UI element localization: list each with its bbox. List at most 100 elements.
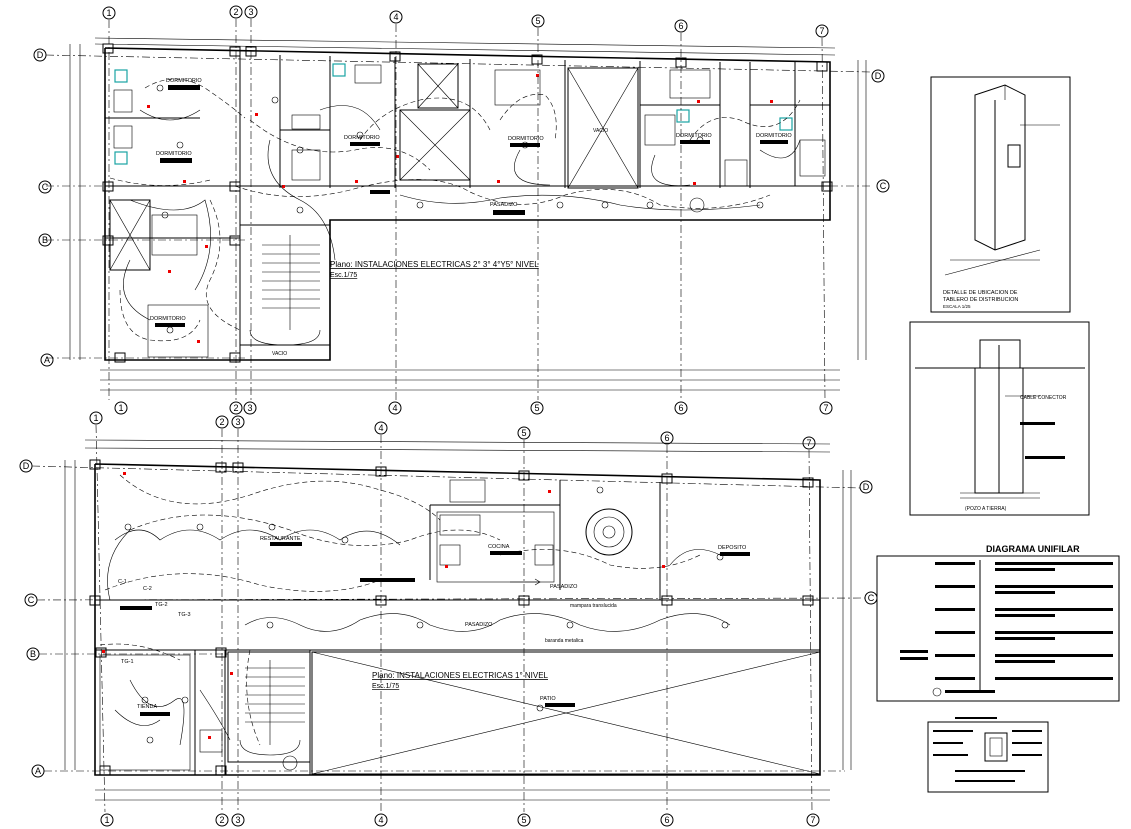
g-axis-1-top: 1 bbox=[93, 413, 98, 423]
detail-ground-well: CABLE CONECTOR (POZO A TIERRA) bbox=[909, 321, 1090, 516]
g-axis-5-bottom: 5 bbox=[521, 815, 526, 825]
g-axis-2-bottom: 2 bbox=[219, 815, 224, 825]
detail-panel-caption-2: TABLERO DE DISTRIBUCION bbox=[943, 297, 1018, 303]
g-axis-3-bottom: 3 bbox=[235, 815, 240, 825]
axis-7-bottom: 7 bbox=[823, 403, 828, 413]
axis-C-right: C bbox=[880, 181, 887, 191]
room-label-vacio-1: VACIO bbox=[593, 128, 608, 134]
top-floor-plan: DORMITORIO DORMITORIO DORMITORIO DORMITO… bbox=[33, 5, 890, 415]
top-plan-axis-bubbles: 1 2 3 4 5 6 7 1 2 3 4 5 6 7 bbox=[102, 5, 833, 415]
ground-axis-lines bbox=[31, 424, 866, 813]
top-wiring-arcs bbox=[123, 105, 801, 321]
ground-plan-axis-bubbles: 1 2 3 4 5 6 7 1 2 3 4 5 6 7 bbox=[19, 411, 878, 827]
axis-3-bottom: 3 bbox=[247, 403, 252, 413]
circuit-c2: C-2 bbox=[143, 586, 152, 592]
room-label-restaurante: RESTAURANTE bbox=[260, 536, 301, 542]
room-label-cocina: COCINA bbox=[488, 544, 510, 550]
g-axis-2-top: 2 bbox=[219, 417, 224, 427]
g-axis-C-left: C bbox=[28, 595, 35, 605]
axis-B-left: B bbox=[42, 235, 48, 245]
bottom-plan-title: Plano: INSTALACIONES ELECTRICAS 1° NIVEL bbox=[372, 671, 549, 680]
room-label-pasadizo-1: PASADIZO bbox=[550, 584, 578, 590]
room-label-pasadizo-2: PASADIZO bbox=[465, 622, 493, 628]
g-axis-4-top: 4 bbox=[378, 423, 383, 433]
g-axis-7-top: 7 bbox=[806, 438, 811, 448]
bottom-plan-scale: Esc.1/75 bbox=[372, 683, 399, 690]
axis-A-left: A bbox=[44, 355, 50, 365]
room-label-pasadizo: PASADIZO bbox=[490, 202, 518, 208]
axis-7-top: 7 bbox=[819, 26, 824, 36]
room-label-vacio-2: VACIO bbox=[272, 351, 287, 357]
single-line-title: DIAGRAMA UNIFILAR bbox=[986, 544, 1080, 554]
panel-tg1: TG-1 bbox=[121, 659, 134, 665]
note-mampara: mampara translucida bbox=[570, 603, 617, 609]
axis-D-right: D bbox=[875, 71, 882, 81]
stair-treads bbox=[249, 235, 321, 346]
ground-stair-treads bbox=[239, 660, 305, 771]
g-axis-A-left: A bbox=[35, 766, 41, 776]
g-axis-D-right: D bbox=[863, 482, 870, 492]
room-label-dormitorio-2: DORMITORIO bbox=[156, 151, 192, 157]
detail-panel-location: DETALLE DE UBICACION DE TABLERO DE DISTR… bbox=[930, 76, 1071, 313]
detail-panel-caption-1: DETALLE DE UBICACION DE bbox=[943, 290, 1018, 296]
top-label-bars bbox=[155, 85, 788, 327]
room-label-dormitorio-5: DORMITORIO bbox=[676, 133, 712, 139]
room-label-dormitorio-1: DORMITORIO bbox=[166, 78, 202, 84]
room-label-dormitorio-6: DORMITORIO bbox=[756, 133, 792, 139]
axis-5-top: 5 bbox=[535, 16, 540, 26]
axis-3-top: 3 bbox=[248, 7, 253, 17]
ground-circuit-runs bbox=[99, 474, 701, 746]
circuit-c1: C-1 bbox=[118, 579, 127, 585]
g-axis-5-top: 5 bbox=[521, 428, 526, 438]
note-baranda: baranda metalica bbox=[545, 638, 584, 644]
room-label-dormitorio-4: DORMITORIO bbox=[508, 136, 544, 142]
top-plan-scale: Esc.1/75 bbox=[330, 272, 357, 279]
ground-wiring-arcs bbox=[107, 529, 731, 746]
g-axis-B-left: B bbox=[30, 649, 36, 659]
top-axis-lines bbox=[45, 19, 871, 401]
axis-1-top: 1 bbox=[106, 8, 111, 18]
top-plan-side-axes: D C B A D C bbox=[33, 48, 890, 367]
g-axis-C-right: C bbox=[868, 593, 875, 603]
axis-D-left: D bbox=[37, 50, 44, 60]
g-axis-7-bottom: 7 bbox=[810, 815, 815, 825]
axis-4-bottom: 4 bbox=[392, 403, 397, 413]
axis-2-top: 2 bbox=[233, 7, 238, 17]
bathroom-fixtures bbox=[113, 64, 826, 358]
g-axis-6-top: 6 bbox=[664, 433, 669, 443]
panel-tg2: TG-2 bbox=[155, 602, 168, 608]
g-axis-4-bottom: 4 bbox=[378, 815, 383, 825]
legend-detail bbox=[927, 717, 1049, 793]
detail-panel-scale: ESCALA 1/25 bbox=[943, 304, 971, 309]
ground-floor-plan: RESTAURANTE COCINA DEPOSITO PASADIZO PAS… bbox=[19, 411, 878, 827]
axis-1-bottom: 1 bbox=[118, 403, 123, 413]
top-switches bbox=[147, 74, 773, 343]
axis-C-left: C bbox=[42, 182, 49, 192]
axis-6-top: 6 bbox=[678, 21, 683, 31]
g-axis-D-left: D bbox=[23, 461, 30, 471]
ground-switches bbox=[102, 472, 665, 739]
room-label-tienda: TIENDA bbox=[137, 704, 158, 710]
g-axis-3-top: 3 bbox=[235, 417, 240, 427]
g-axis-1-bottom: 1 bbox=[104, 815, 109, 825]
axis-6-bottom: 6 bbox=[678, 403, 683, 413]
top-light-fixtures bbox=[156, 84, 764, 334]
axis-2-bottom: 2 bbox=[233, 403, 238, 413]
ground-caption: (POZO A TIERRA) bbox=[965, 506, 1007, 512]
top-columns bbox=[102, 43, 833, 363]
ground-cable-label: CABLE CONECTOR bbox=[1020, 395, 1067, 401]
ground-label-bars bbox=[120, 542, 750, 716]
room-label-patio: PATIO bbox=[540, 696, 556, 702]
room-label-deposito: DEPOSITO bbox=[718, 545, 747, 551]
g-axis-6-bottom: 6 bbox=[664, 815, 669, 825]
ground-columns bbox=[89, 459, 814, 776]
top-circuit-runs bbox=[109, 78, 801, 342]
room-label-dormitorio-7: DORMITORIO bbox=[150, 316, 186, 322]
single-line-diagram: DIAGRAMA UNIFILAR bbox=[876, 544, 1120, 702]
ground-light-fixtures bbox=[124, 486, 729, 744]
axis-5-bottom: 5 bbox=[534, 403, 539, 413]
room-label-dormitorio-3: DORMITORIO bbox=[344, 135, 380, 141]
panel-tg3: TG-3 bbox=[178, 612, 191, 618]
axis-4-top: 4 bbox=[393, 12, 398, 22]
